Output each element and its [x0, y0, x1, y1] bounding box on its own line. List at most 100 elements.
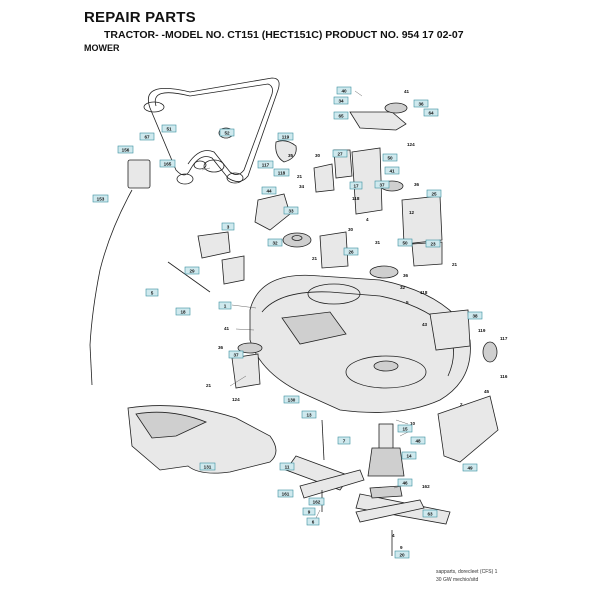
callout-41c: 41 [224, 326, 230, 331]
leader-40 [354, 90, 363, 97]
callout-118a: 118 [278, 171, 286, 176]
callout-12: 12 [409, 210, 415, 215]
callout-41b: 41 [389, 169, 395, 174]
callout-131: 131 [204, 465, 212, 470]
callout-40: 40 [341, 89, 347, 94]
callout-9a: 9 [308, 510, 311, 515]
callout-32: 32 [272, 241, 278, 246]
callout-6: 6 [312, 520, 315, 525]
callout-4b: 4 [392, 533, 395, 538]
callout-13: 13 [306, 413, 312, 418]
callout-30b: 30 [348, 227, 354, 232]
callout-63: 63 [427, 512, 433, 517]
callout-116: 116 [500, 374, 508, 379]
deck-wheel-117 [482, 341, 498, 363]
blade-right-arm [355, 499, 425, 523]
callout-5b: 5 [406, 300, 409, 305]
callout-26: 26 [348, 250, 354, 255]
leader-10 [395, 419, 409, 425]
bracket-right [401, 195, 443, 245]
callout-117b: 117 [500, 336, 508, 341]
footer-line-1: sapparts, dorecleet (CFS) 1 [436, 569, 498, 575]
callout-117a: 117 [262, 163, 270, 168]
callout-35: 35 [288, 153, 294, 158]
cable-handle-bracket [127, 159, 151, 189]
pulley-bottom-left [176, 173, 194, 185]
spindle-bracket-upper [351, 147, 383, 215]
drive-belt [148, 77, 280, 182]
callout-9b: 9 [400, 545, 403, 550]
idler-pulley-left [282, 232, 312, 248]
callout-124b: 124 [232, 397, 240, 402]
bracket-29 [221, 255, 245, 285]
callout-5a: 5 [151, 291, 154, 296]
callout-50: 50 [387, 156, 393, 161]
deck-spindle-opening-left [307, 283, 361, 305]
spindle-housing [367, 447, 405, 477]
callout-25: 25 [431, 192, 437, 197]
control-cable [89, 189, 133, 346]
leader-35 [201, 167, 211, 171]
leader-6 [315, 509, 321, 519]
page-title: REPAIR PARTS [84, 9, 196, 26]
callout-64: 64 [428, 111, 434, 116]
callout-67: 67 [144, 135, 150, 140]
callout-labels: 40 41 34 36 64 65 51 52 67 119 124 156 2… [92, 86, 508, 559]
idler-arm-left [254, 193, 291, 231]
deck-spindle-opening-right [345, 355, 427, 389]
callout-50b: 50 [402, 241, 408, 246]
drive-belt-inner [154, 83, 273, 175]
callout-118b: 118 [352, 196, 360, 201]
callout-118c: 118 [420, 290, 428, 295]
discharge-chute-inner [135, 411, 208, 439]
pulley-36-left [237, 342, 263, 354]
callout-43: 43 [422, 322, 428, 327]
callout-30a: 30 [315, 153, 321, 158]
pulley-idler-b [193, 160, 207, 170]
callout-161: 161 [282, 492, 290, 497]
callout-18: 18 [180, 310, 186, 315]
callout-29: 29 [189, 269, 195, 274]
section-title: MOWER [84, 43, 120, 53]
blade-left-arm [299, 469, 365, 499]
pulley-idler-c [203, 159, 225, 173]
callout-11: 11 [285, 465, 290, 470]
callout-45: 45 [484, 389, 490, 394]
footer-line-2: 30 GW mechio/sitd [436, 577, 479, 583]
callout-51: 51 [166, 127, 172, 132]
pulley-top-left [143, 101, 165, 113]
pulley-mid-right [369, 265, 399, 279]
spindle-stem-left [321, 419, 325, 461]
deck-baffle [281, 311, 347, 345]
pulley-idler-d [226, 172, 244, 184]
callout-4a: 4 [366, 217, 369, 222]
callout-34a: 34 [338, 99, 344, 104]
link-rod [167, 261, 211, 293]
callout-65: 65 [338, 114, 344, 119]
callout-10: 10 [410, 421, 416, 426]
bracket-3 [197, 231, 231, 259]
callout-33: 33 [288, 209, 294, 214]
callout-3: 3 [227, 225, 230, 230]
arm-upper [349, 111, 407, 131]
callout-124a: 124 [407, 142, 415, 147]
callout-21d: 21 [206, 383, 212, 388]
callout-153: 153 [97, 197, 105, 202]
callout-130: 130 [288, 398, 296, 403]
pulley-bracket-52 [319, 231, 349, 269]
callout-31: 31 [375, 240, 381, 245]
callout-162a: 162 [422, 484, 430, 489]
callout-34b: 34 [299, 184, 305, 189]
callout-21a: 21 [297, 174, 303, 179]
callout-32b: 32 [400, 285, 406, 290]
callout-36b: 36 [414, 182, 420, 187]
callout-44: 44 [266, 189, 272, 194]
callout-119b: 119 [478, 328, 486, 333]
callout-17: 17 [353, 184, 359, 189]
bracket-21-upper [313, 163, 335, 193]
callout-37: 37 [379, 183, 385, 188]
callout-165: 165 [164, 162, 172, 167]
callout-2: 2 [460, 402, 463, 407]
